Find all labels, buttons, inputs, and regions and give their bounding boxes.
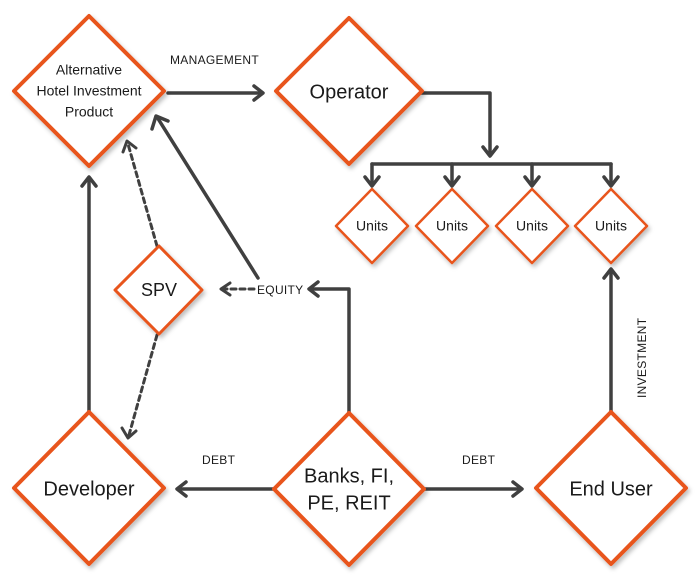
edge-equity-alt-hotel <box>155 115 260 280</box>
node-end-user: End User <box>534 410 688 566</box>
label-management: MANAGEMENT <box>170 53 259 67</box>
unit-3-label: Units <box>516 218 548 234</box>
arrowhead-debt-developer <box>175 480 188 498</box>
end-user-diamond <box>534 410 688 566</box>
edges <box>80 84 620 498</box>
alt-hotel-line-3: Product <box>65 104 113 120</box>
node-banks: Banks, FI, PE, REIT <box>272 411 426 567</box>
arrowhead-debt-end-user <box>511 480 524 498</box>
edge-spv-developer <box>127 333 159 437</box>
label-debt-left: DEBT <box>202 453 236 467</box>
developer-label: Developer <box>43 478 135 500</box>
arrowhead-banks-equity <box>307 280 320 298</box>
arrowhead-unit-1 <box>363 175 381 188</box>
arrowhead-unit-3 <box>523 175 541 188</box>
unit-2-label: Units <box>436 218 468 234</box>
alt-hotel-diamond <box>12 14 166 168</box>
edge-banks-equity <box>308 287 351 417</box>
label-debt-right: DEBT <box>462 453 496 467</box>
arrowhead-equity-alt-hotel <box>150 114 170 131</box>
label-investment: INVESTMENT <box>635 317 649 398</box>
edge-labels: MANAGEMENT EQUITY DEBT DEBT INVESTMENT <box>170 53 649 467</box>
arrowhead-operator-units <box>481 145 499 158</box>
node-operator: Operator <box>274 16 424 166</box>
arrowhead-management <box>252 84 265 102</box>
unit-3-diamond <box>494 187 570 265</box>
unit-2-diamond <box>414 187 490 265</box>
edge-operator-units <box>398 91 492 157</box>
arrowhead-equity-spv <box>219 281 232 297</box>
banks-line-2: PE, REIT <box>307 492 390 514</box>
label-equity: EQUITY <box>257 283 303 297</box>
edge-spv-alt-hotel <box>126 142 159 248</box>
arrowhead-spv-developer <box>120 426 138 440</box>
alt-hotel-line-2: Hotel Investment <box>36 83 141 99</box>
node-alt-hotel: Alternative Hotel Investment Product <box>12 14 166 168</box>
arrowhead-unit-4 <box>602 175 620 188</box>
spv-label: SPV <box>141 280 177 300</box>
arrowhead-investment <box>602 267 620 280</box>
unit-1-diamond <box>334 187 410 265</box>
alt-hotel-line-1: Alternative <box>56 62 122 78</box>
banks-line-1: Banks, FI, <box>304 465 394 487</box>
operator-diamond <box>274 16 424 166</box>
spv-diamond <box>113 244 204 336</box>
arrowhead-spv-alt-hotel <box>121 139 138 154</box>
end-user-label: End User <box>569 478 653 500</box>
unit-1-label: Units <box>356 218 388 234</box>
unit-4-label: Units <box>595 218 627 234</box>
node-developer: Developer <box>12 410 166 566</box>
node-unit-2: Units <box>414 187 490 265</box>
operator-label: Operator <box>310 81 389 103</box>
banks-diamond <box>272 411 426 567</box>
arrowhead-unit-2 <box>443 175 461 188</box>
node-unit-4: Units <box>573 187 649 265</box>
developer-diamond <box>12 410 166 566</box>
arrowhead-developer-alt-hotel <box>80 175 98 188</box>
node-unit-1: Units <box>334 187 410 265</box>
node-unit-3: Units <box>494 187 570 265</box>
unit-4-diamond <box>573 187 649 265</box>
node-spv: SPV <box>113 244 204 336</box>
